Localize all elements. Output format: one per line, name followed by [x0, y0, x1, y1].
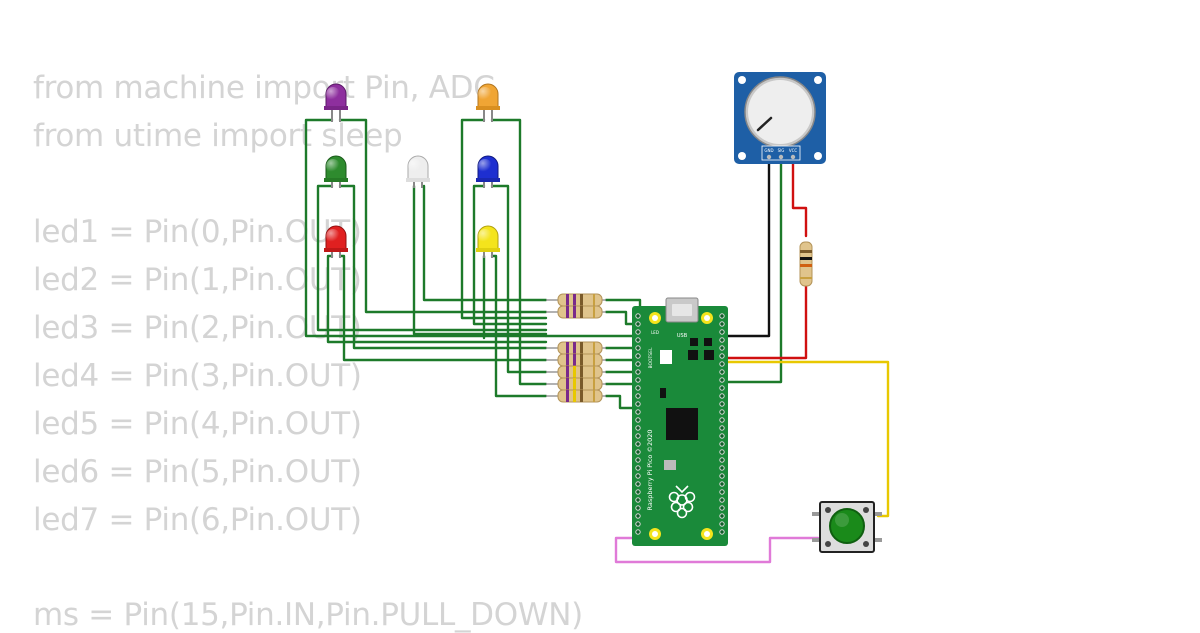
wire-blue-anode — [490, 184, 548, 374]
led-wires — [304, 118, 783, 410]
code-line-1: from machine import Pin, ADC — [33, 70, 495, 106]
led-red[interactable] — [324, 225, 348, 258]
wire-orange-anode — [490, 118, 548, 386]
code-line-4: led1 = Pin(0,Pin.OUT) — [33, 214, 362, 250]
code-line-12: ms = Pin(15,Pin.IN,Pin.PULL_DOWN) — [33, 597, 583, 633]
code-line-7: led4 = Pin(3,Pin.OUT) — [33, 358, 362, 394]
raspberry-pi-pico[interactable]: USB LED BOOTSEL Raspberry Pi Pico ©2020 — [632, 297, 728, 546]
wire-res-to-pico — [604, 346, 642, 410]
pot-pin-vcc: VCC — [789, 148, 798, 153]
led-blue[interactable] — [476, 155, 500, 188]
wire-blue-cathode — [472, 184, 548, 326]
resistor-bank — [546, 241, 813, 403]
wire-red-anode — [338, 254, 548, 362]
wire-button-pink — [614, 536, 820, 564]
board-name: Raspberry Pi Pico ©2020 — [646, 429, 654, 510]
led-yellow[interactable] — [476, 225, 500, 258]
wire-yellow — [482, 254, 548, 398]
pot-indicator — [756, 116, 773, 132]
wire-white-anode — [422, 184, 548, 302]
wire-red-cathode — [326, 254, 548, 344]
wire-green-cathode — [316, 184, 548, 332]
resistor-pot — [799, 241, 813, 287]
led-green[interactable] — [324, 155, 348, 188]
bootsel-label: BOOTSEL — [648, 347, 654, 369]
led-white[interactable] — [406, 155, 430, 188]
wire-purple-anode — [338, 118, 548, 314]
resistor-2 — [546, 305, 606, 319]
wire-pot-signal — [718, 158, 783, 384]
resistor-4 — [546, 353, 606, 367]
wire-button-signal — [718, 360, 890, 518]
resistor-3 — [546, 341, 606, 355]
code-line-10: led7 = Pin(6,Pin.OUT) — [33, 502, 362, 538]
wire-white-cathode — [412, 184, 548, 336]
pot-pin-sig: SIG — [778, 148, 785, 153]
led-orange[interactable] — [476, 83, 500, 122]
push-button[interactable] — [812, 501, 882, 553]
resistor-7 — [546, 389, 606, 403]
code-line-8: led5 = Pin(4,Pin.OUT) — [33, 406, 362, 442]
push-button-cap[interactable] — [829, 508, 865, 544]
code-line-5: led2 = Pin(1,Pin.OUT) — [33, 262, 362, 298]
pot-knob[interactable] — [748, 80, 812, 144]
rp2040-chip — [666, 408, 698, 440]
led-purple[interactable] — [324, 83, 348, 122]
wire-orange-cathode — [460, 118, 548, 320]
usb-label: USB — [677, 333, 688, 339]
code-line-2: from utime import sleep — [33, 118, 403, 154]
led-label: LED — [651, 330, 659, 335]
wire-pot-vcc-a — [791, 158, 808, 238]
wire-purple-cathode — [304, 118, 548, 338]
wire-pot-vcc-b — [718, 284, 808, 360]
resistor-5 — [546, 365, 606, 379]
wire-green-anode — [338, 184, 548, 350]
code-line-6: led3 = Pin(2,Pin.OUT) — [33, 310, 362, 346]
pot-pin-gnd: GND — [764, 148, 773, 153]
resistor-6 — [546, 377, 606, 391]
bootsel-button[interactable] — [660, 350, 672, 364]
code-line-9: led6 = Pin(5,Pin.OUT) — [33, 454, 362, 490]
wire-pot-gnd — [718, 158, 771, 338]
raspberry-logo-icon — [668, 485, 696, 519]
resistor-1 — [546, 293, 606, 307]
potentiometer[interactable]: GND SIG VCC — [734, 72, 826, 164]
